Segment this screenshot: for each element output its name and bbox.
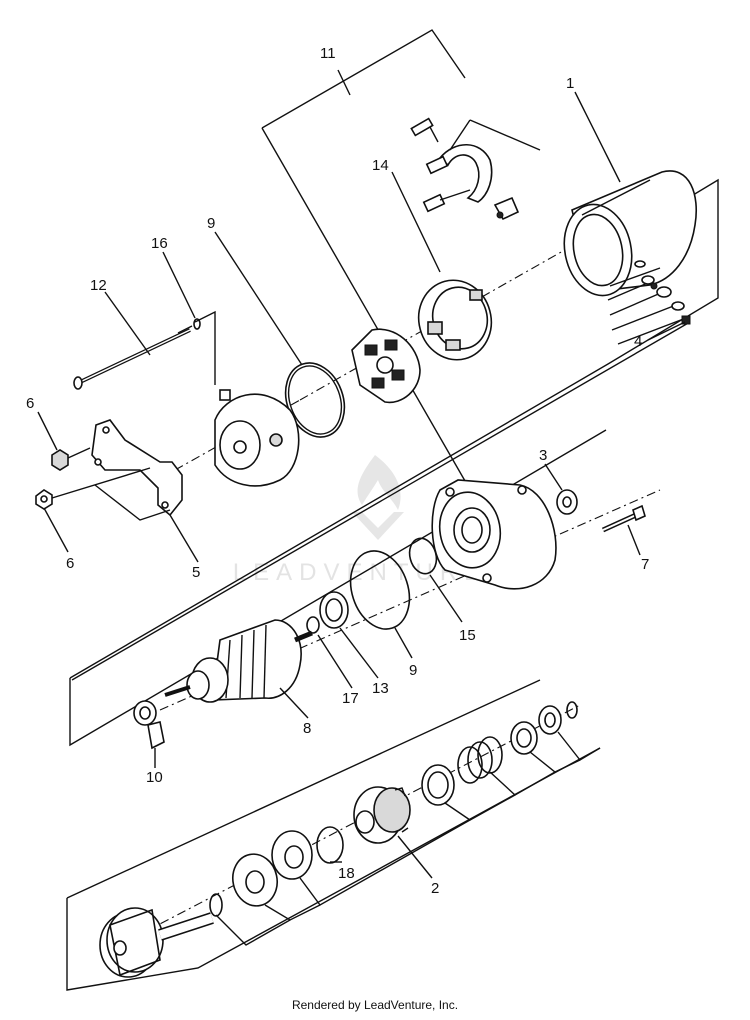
callout-9-lower: 9 <box>409 662 417 679</box>
snap-ring-bottom <box>209 893 223 917</box>
callout-2: 2 <box>431 880 439 897</box>
callout-leaders <box>37 69 686 879</box>
callout-15: 15 <box>459 627 476 644</box>
callout-12: 12 <box>90 277 107 294</box>
part-8-armature <box>164 619 313 703</box>
callout-13: 13 <box>372 680 389 697</box>
stop-collar <box>232 853 278 907</box>
bottom-leader-lines <box>215 731 601 946</box>
part-6-nut-lower <box>35 489 53 510</box>
part-15-ring <box>408 537 438 575</box>
front-housing <box>431 479 557 590</box>
part-17-snap-ring <box>306 616 320 634</box>
part-6-bolt-upper <box>51 447 91 471</box>
part-11-brush-set <box>410 117 541 221</box>
retainer-washer <box>538 705 562 735</box>
callout-16: 16 <box>151 235 168 252</box>
spring <box>457 736 503 784</box>
callout-18: 18 <box>338 865 355 882</box>
part-1-yoke-housing <box>563 170 697 297</box>
callout-5: 5 <box>192 564 200 581</box>
callout-3: 3 <box>539 447 547 464</box>
callout-4: 4 <box>634 333 642 350</box>
spring-sleeve <box>421 764 455 806</box>
rear-end-cover <box>214 389 300 487</box>
callout-6-upper: 6 <box>26 395 34 412</box>
callout-1: 1 <box>566 75 574 92</box>
part-10-end-cap <box>133 700 165 750</box>
part-9-o-ring-upper-inner <box>287 365 343 435</box>
callout-10: 10 <box>146 769 163 786</box>
callout-8: 8 <box>303 720 311 737</box>
assembly-frame-bottom <box>66 679 601 991</box>
drive-sleeve <box>510 721 538 755</box>
callout-6-lower: 6 <box>66 555 74 572</box>
callout-labels: 1 2 3 4 5 6 6 7 8 9 9 10 11 12 13 14 15 … <box>26 45 649 897</box>
callout-17: 17 <box>342 690 359 707</box>
part-2-drive-gear <box>353 786 411 844</box>
clip-ring <box>566 701 578 719</box>
callout-11: 11 <box>320 45 336 62</box>
part-3-washer <box>556 489 578 515</box>
part-18-o-ring <box>316 826 344 864</box>
footer-credit: Rendered by LeadVenture, Inc. <box>291 998 459 1012</box>
part-4-terminal-hardware <box>607 260 691 345</box>
part-14-brush-holder <box>417 279 493 361</box>
pinion-drive-shaft <box>99 907 214 978</box>
leader-16-frame <box>194 310 216 385</box>
callout-14: 14 <box>372 157 389 174</box>
clutch-plate <box>271 830 313 880</box>
part-13-bearing <box>319 591 349 629</box>
callout-7: 7 <box>641 556 649 573</box>
part-5-mounting-bracket <box>51 419 183 517</box>
part-12-through-bolt <box>73 318 201 390</box>
part-7-bolt <box>601 504 646 533</box>
leader-5-frame <box>94 484 171 521</box>
callout-9-upper: 9 <box>207 215 215 232</box>
brush-plate <box>351 328 421 404</box>
part-9-o-ring-lower <box>349 550 411 630</box>
